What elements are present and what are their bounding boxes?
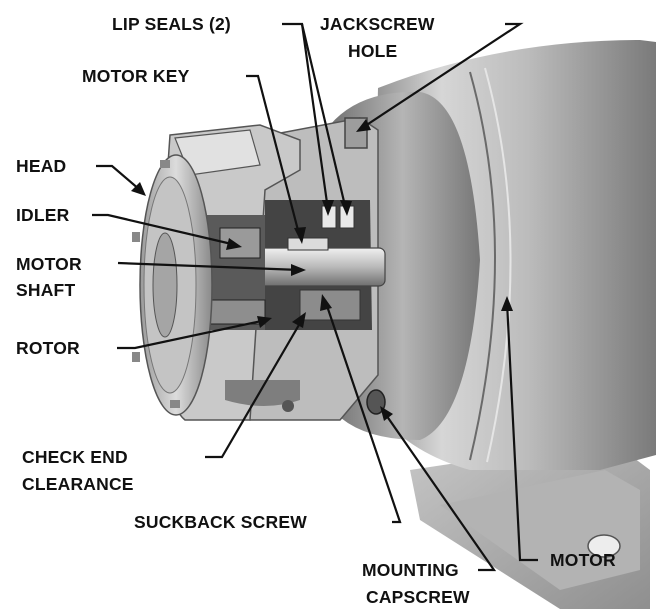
label-suckback-screw: SUCKBACK SCREW (134, 512, 307, 532)
label-capscrew: CAPSCREW (366, 587, 470, 607)
label-jackscrew-hole: HOLE (348, 41, 397, 61)
leader-lines (92, 22, 538, 572)
label-idler: IDLER (16, 205, 70, 225)
callout-labels: LIP SEALS (2) JACKSCREW HOLE MOTOR KEY H… (16, 14, 616, 607)
label-mounting: MOUNTING (362, 560, 459, 580)
motor-shaft (234, 237, 386, 287)
label-head: HEAD (16, 156, 66, 176)
label-clearance: CLEARANCE (22, 474, 134, 494)
label-motor-shaft-2: SHAFT (16, 280, 75, 300)
label-motor: MOTOR (550, 550, 616, 570)
label-lip-seals: LIP SEALS (2) (112, 14, 231, 34)
label-check-end: CHECK END (22, 447, 128, 467)
label-jackscrew: JACKSCREW (320, 14, 435, 34)
label-rotor: ROTOR (16, 338, 80, 358)
label-motor-key: MOTOR KEY (82, 66, 190, 86)
motor-base (410, 440, 650, 609)
label-motor-shaft-1: MOTOR (16, 254, 82, 274)
pump-head (132, 154, 213, 416)
